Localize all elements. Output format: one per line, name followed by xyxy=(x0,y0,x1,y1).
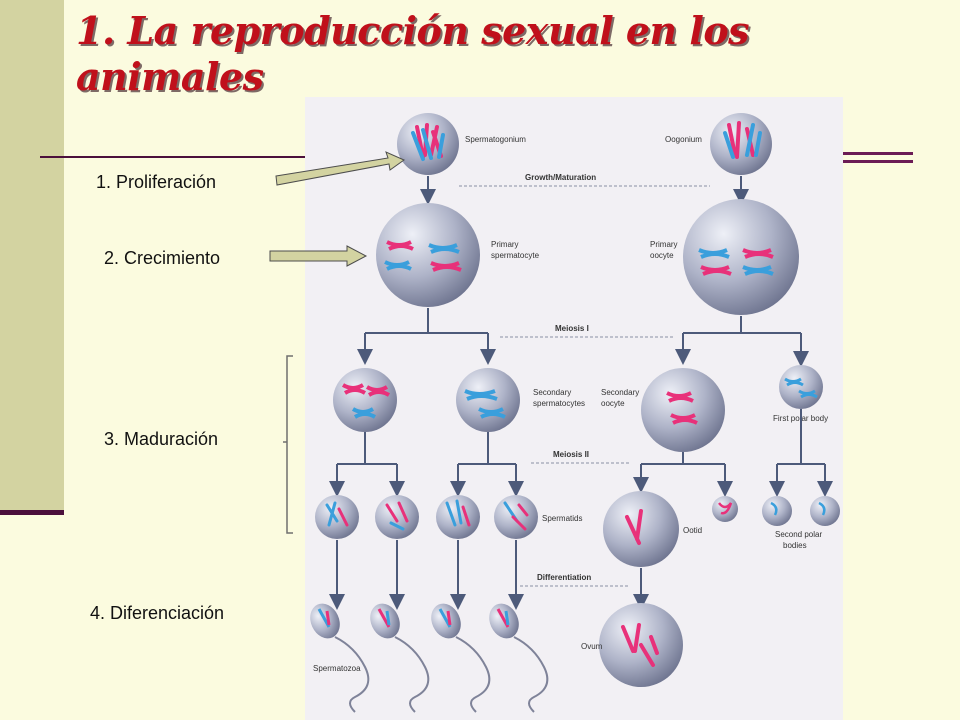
label-spermatids: Spermatids xyxy=(542,514,582,523)
spermatid-cell-2 xyxy=(375,495,419,539)
spermatozoon-4 xyxy=(489,603,549,713)
label-meiosis-1: Meiosis I xyxy=(555,324,589,333)
label-ootid: Ootid xyxy=(683,526,702,535)
label-secondary-oocyte-1: Secondary xyxy=(601,388,639,397)
primary-oocyte-cell xyxy=(683,199,799,315)
secondary-spermatocyte-cell-1 xyxy=(333,368,397,432)
label-secondary-spermatocytes-2: spermatocytes xyxy=(533,399,585,408)
secondary-spermatocyte-cell-2 xyxy=(456,368,520,432)
ovum-cell xyxy=(599,603,683,687)
right-rule-bottom xyxy=(843,160,913,163)
label-primary-oocyte-1: Primary xyxy=(650,240,678,249)
label-primary-spermatocyte-1: Primary xyxy=(491,240,519,249)
gametogenesis-diagram: Spermatogonium Oogonium Growth/Maturatio… xyxy=(305,97,843,720)
maturation-bracket xyxy=(283,355,293,534)
label-primary-oocyte-2: oocyte xyxy=(650,251,674,260)
spermatozoon-3 xyxy=(431,603,491,713)
second-polar-body-cell-2 xyxy=(810,496,840,526)
label-spermatozoa: Spermatozoa xyxy=(313,664,361,673)
sidebar-rule xyxy=(0,510,64,515)
slide-title: 1. La reproducción sexual en los animale… xyxy=(76,8,750,99)
secondary-oocyte-cell xyxy=(641,368,725,452)
label-secondary-oocyte-2: oocyte xyxy=(601,399,625,408)
ootid-polar-body xyxy=(712,496,738,522)
label-spermatogonium: Spermatogonium xyxy=(465,135,526,144)
stage-label-maturation: 3. Maduración xyxy=(104,429,219,449)
first-polar-body-cell xyxy=(779,365,823,409)
spermatid-cell-3 xyxy=(436,495,480,539)
label-secondary-spermatocytes-1: Secondary xyxy=(533,388,571,397)
right-rule-top xyxy=(843,152,913,155)
second-polar-body-cell-1 xyxy=(762,496,792,526)
ootid-cell xyxy=(603,491,679,567)
label-second-polar-1: Second polar xyxy=(775,530,822,539)
label-meiosis-2: Meiosis II xyxy=(553,450,589,459)
oogonium-cell xyxy=(710,113,772,175)
spermatid-cell-4 xyxy=(494,495,538,539)
label-differentiation: Differentiation xyxy=(537,573,591,582)
label-ovum: Ovum xyxy=(581,642,603,651)
label-oogonium: Oogonium xyxy=(665,135,702,144)
title-rule xyxy=(40,156,310,158)
spermatid-cell-1 xyxy=(315,495,359,539)
label-primary-spermatocyte-2: spermatocyte xyxy=(491,251,540,260)
label-second-polar-2: bodies xyxy=(783,541,807,550)
spermatozoon-2 xyxy=(370,603,430,713)
primary-spermatocyte-cell xyxy=(376,203,480,307)
spermatogonium-cell xyxy=(397,113,459,175)
label-growth-maturation: Growth/Maturation xyxy=(525,173,596,182)
stage-label-proliferation: 1. Proliferación xyxy=(96,172,217,192)
sidebar-band xyxy=(0,0,64,512)
stage-label-growth: 2. Crecimiento xyxy=(104,248,221,268)
spermatozoon-1 xyxy=(310,603,370,713)
stage-label-differentiation: 4. Diferenciación xyxy=(90,603,225,623)
